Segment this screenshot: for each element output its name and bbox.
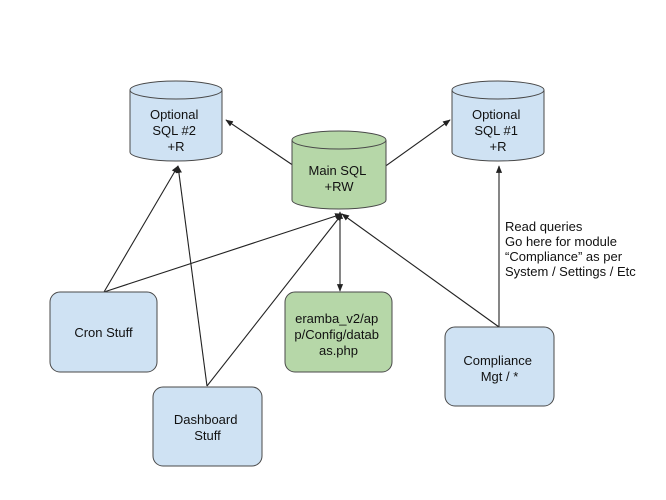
optional-sql-1-line-3: +R (490, 139, 507, 154)
annotation-line-1: Read queries (505, 219, 583, 234)
annotation-line-4: System / Settings / Etc (505, 264, 636, 279)
optional-sql-2-label: Optional SQL #2 +R (150, 107, 202, 154)
compliance-mgt-label: Compliance Mgt / * (463, 353, 535, 384)
compliance-mgt-line-1: Compliance (463, 353, 532, 368)
cron-stuff-label: Cron Stuff (74, 325, 133, 340)
main-sql-label: Main SQL +RW (309, 163, 370, 194)
cron-stuff-line-1: Cron Stuff (74, 325, 133, 340)
optional-sql-1-cylinder: Optional SQL #1 +R (451, 80, 545, 162)
config-file-line-1: eramba_v2/ap (295, 311, 378, 326)
edges-layer (103, 119, 503, 387)
edge-dashboard-stuff-to-optional-sql-2 (175, 165, 208, 387)
optional-sql-1-line-1: Optional (472, 107, 521, 122)
main-sql-line-1: Main SQL (309, 163, 367, 178)
edge-compliance-mgt-to-main-sql (341, 213, 500, 328)
dashboard-stuff-line-2: Stuff (194, 428, 221, 443)
edge-cron-stuff-to-main-sql (103, 213, 343, 293)
optional-sql-1-line-2: SQL #1 (474, 123, 518, 138)
optional-sql-2-line-1: Optional (150, 107, 199, 122)
config-file-label: eramba_v2/ap p/Config/datab as.php (294, 311, 382, 358)
cron-stuff-box: Cron Stuff (49, 291, 158, 373)
optional-sql-2-line-3: +R (168, 139, 185, 154)
compliance-mgt-line-2: Mgt / * (481, 369, 519, 384)
optional-sql-2-line-2: SQL #2 (152, 123, 196, 138)
dashboard-stuff-box: Dashboard Stuff (152, 386, 263, 467)
optional-sql-2-cylinder: Optional SQL #2 +R (129, 80, 223, 162)
annotation-line-2: Go here for module (505, 234, 617, 249)
edge-cron-stuff-to-optional-sql-2 (103, 165, 179, 293)
compliance-mgt-box: Compliance Mgt / * (444, 326, 555, 407)
main-sql-cylinder: Main SQL +RW (291, 130, 387, 210)
read-queries-annotation: Read queries Go here for module “Complia… (505, 219, 636, 279)
optional-sql-1-label: Optional SQL #1 +R (472, 107, 524, 154)
main-sql-line-2: +RW (324, 179, 354, 194)
edge-main-sql-to-optional-sql-1 (379, 119, 451, 171)
config-file-line-3: as.php (319, 343, 358, 358)
config-file-line-2: p/Config/datab (294, 327, 379, 342)
dashboard-stuff-line-1: Dashboard (174, 412, 238, 427)
config-file-box: eramba_v2/ap p/Config/datab as.php (284, 291, 393, 373)
edge-main-sql-to-optional-sql-2 (225, 119, 301, 171)
edge-dashboard-stuff-to-main-sql (206, 213, 343, 387)
dashboard-stuff-label: Dashboard Stuff (174, 412, 241, 443)
annotation-line-3: “Compliance” as per (505, 249, 623, 264)
